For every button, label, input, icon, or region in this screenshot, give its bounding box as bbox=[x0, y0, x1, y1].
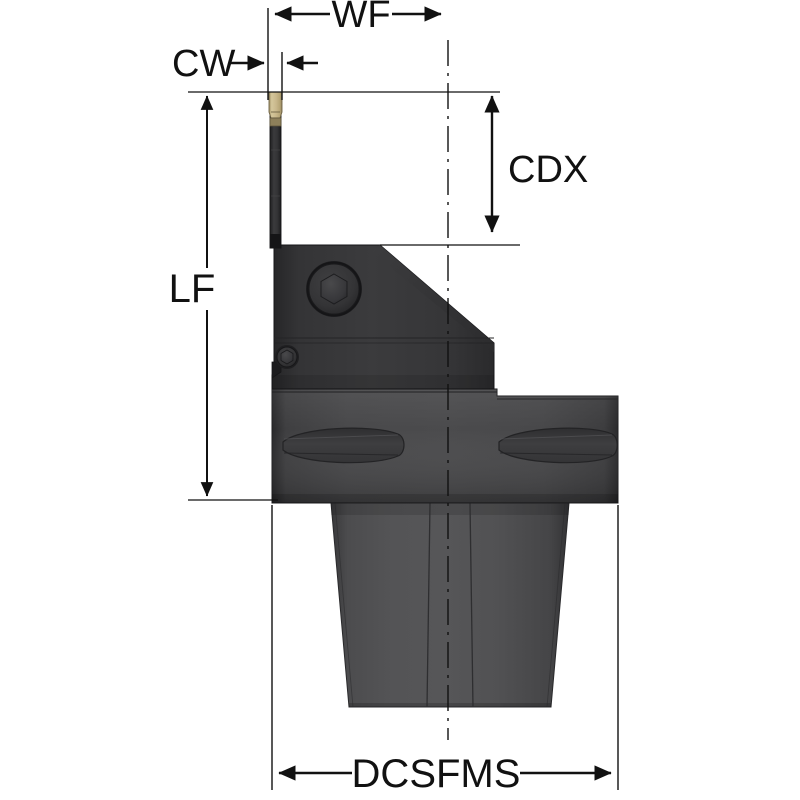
driver-slot-left-top-edge bbox=[283, 434, 399, 440]
dimension-cw: CW bbox=[172, 43, 318, 85]
shank-edge-highlight-left bbox=[334, 502, 354, 708]
flange-bottom-shade bbox=[272, 494, 618, 503]
dimension-lf-label: LF bbox=[169, 267, 216, 311]
tool-body-lower-band bbox=[272, 375, 494, 389]
dimension-lf: LF bbox=[169, 95, 216, 497]
tool-body-chamfer-face bbox=[372, 245, 494, 352]
dimension-dcsfms-label: DCSFMS bbox=[352, 752, 521, 796]
clamp-screw-large bbox=[306, 261, 362, 317]
dimension-cdx-label: CDX bbox=[508, 149, 588, 191]
clamp-screw-large-hex-socket bbox=[320, 273, 348, 305]
dimension-wf-label: WF bbox=[331, 0, 390, 36]
coupling-flange bbox=[271, 388, 619, 504]
driver-slot-left bbox=[282, 427, 405, 464]
modular-shank bbox=[330, 502, 570, 708]
driver-slot-right bbox=[498, 427, 618, 464]
clamp-screw-small bbox=[275, 345, 299, 369]
shank-body bbox=[330, 502, 570, 708]
driver-slot-right-bottom-edge bbox=[499, 452, 613, 456]
shank-edge-highlight-right bbox=[546, 502, 566, 708]
cutting-insert-shank bbox=[269, 117, 282, 127]
dimension-cdx: CDX bbox=[484, 95, 588, 233]
shank-parting-line-right bbox=[469, 502, 474, 708]
driver-slot-left-outline bbox=[282, 427, 405, 464]
clamp-screw-large-ring-shadow bbox=[306, 261, 362, 317]
cutting-insert bbox=[268, 91, 283, 127]
tool-body bbox=[271, 244, 495, 390]
dimension-wf: WF bbox=[274, 0, 442, 36]
blade-seat-shadow bbox=[270, 234, 281, 248]
shank-top-shade bbox=[331, 503, 569, 515]
flange-vertical-shading bbox=[272, 389, 618, 503]
driver-slot-left-bottom-edge bbox=[283, 452, 399, 456]
dimension-cw-label: CW bbox=[172, 43, 235, 85]
toolholder-assembly bbox=[268, 91, 619, 708]
cutting-insert-tip bbox=[268, 91, 283, 119]
clamp-screw-small-hex-socket bbox=[280, 349, 294, 365]
driver-slot-right-top-edge bbox=[499, 434, 613, 440]
dimension-dcsfms: DCSFMS bbox=[278, 752, 612, 796]
shank-parting-line-left bbox=[426, 502, 431, 708]
shank-bottom-shade bbox=[349, 703, 551, 707]
dimension-annotations: WF CW CDX LF DCSF bbox=[169, 0, 619, 796]
